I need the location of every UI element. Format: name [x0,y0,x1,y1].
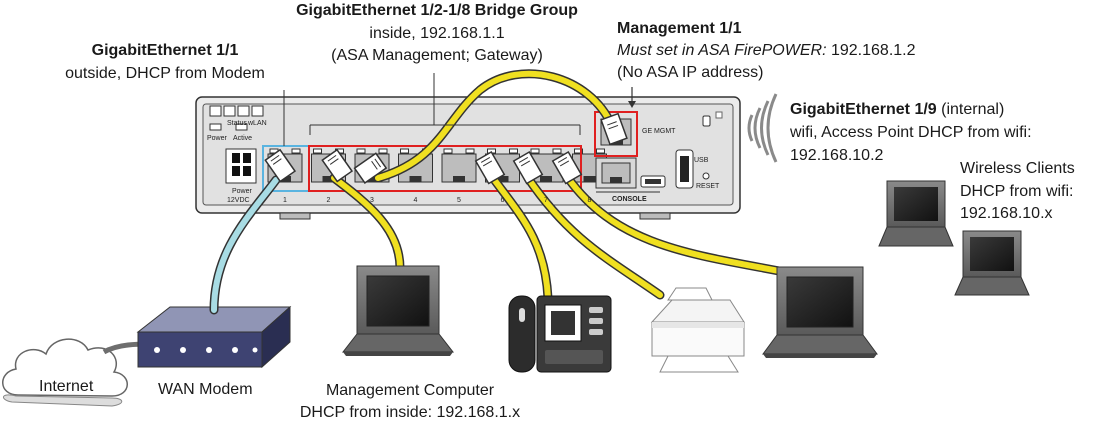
port-number-label: 5 [457,197,461,204]
port-number-label: 3 [370,197,374,204]
printer-icon [650,287,745,373]
wireless-clients-ip: 192.168.10.x [960,205,1053,222]
wan-modem-label: WAN Modem [158,381,253,398]
port-number-label: 2 [327,197,331,204]
port-number-label: 1 [283,197,287,204]
port-number-label: 7 [544,197,548,204]
led-status-label: Status [227,120,247,127]
led-active-label: Active [233,135,252,142]
ethernet-port [441,148,477,183]
management-no-ip: (No ASA IP address) [617,64,764,81]
port-number-label: 6 [501,197,505,204]
power-connector [225,148,257,184]
bridge-group-title: GigabitEthernet 1/2-1/8 Bridge Group [296,2,578,19]
port-number-label: 8 [588,197,592,204]
console-port [595,157,660,193]
reset-button [702,172,710,180]
internal-note: wifi, Access Point DHCP from wifi: [790,124,1032,141]
wireless-clients-dhcp: DHCP from wifi: [960,183,1074,200]
wireless-client-laptop-icon-2 [954,230,1030,296]
management-ip: 192.168.1.2 [826,42,916,59]
ip-phone-icon [508,295,612,373]
power-voltage-label: 12VDC [227,197,250,204]
power-label: Power [232,188,253,195]
bridge-group-ip: inside, 192.168.1.1 [369,25,505,42]
wireless-clients-title: Wireless Clients [960,160,1075,177]
bridge-group-note: (ASA Management; Gateway) [331,47,543,64]
management-note-italic: Must set in ASA FirePOWER: [617,42,827,59]
usb-port [675,149,694,189]
internal-title-line: GigabitEthernet 1/9 (internal) [790,100,1004,119]
usb-label: USB [694,157,709,164]
internet-cloud-icon [2,338,128,407]
wifi-signal-icon [747,93,778,163]
management-computer-dhcp: DHCP from inside: 192.168.1.x [299,404,521,421]
cable-plugs [264,112,628,185]
management-computer-label: Management Computer [325,382,495,399]
bridge-group-highlight [308,145,582,192]
outside-note: outside, DHCP from Modem [65,65,265,82]
management-title: Management 1/1 [617,20,742,37]
internal-ip: 192.168.10.2 [790,147,884,164]
internal-title: GigabitEthernet 1/9 [790,101,937,118]
wireless-client-laptop-icon-1 [878,180,954,247]
port-number-label: 4 [414,197,418,204]
led-wlan-label: wLAN [247,120,267,127]
outside-title: GigabitEthernet 1/1 [91,42,239,59]
cables [209,69,805,315]
internet-label: Internet [39,378,94,395]
callout-lines [283,73,581,146]
lock-slot [702,115,711,127]
management-note: Must set in ASA FirePOWER: 192.168.1.2 [617,41,916,60]
reset-label: RESET [696,183,720,190]
led-power-label: Power [207,135,228,142]
inside-laptop-icon [762,266,878,358]
ge-mgmt-label: GE MGMT [642,128,676,135]
led-indicators [209,105,264,131]
management-computer-icon [341,265,455,356]
console-label: CONSOLE [612,196,647,203]
wan-modem-icon [136,305,292,369]
internal-suffix: (internal) [936,101,1005,118]
